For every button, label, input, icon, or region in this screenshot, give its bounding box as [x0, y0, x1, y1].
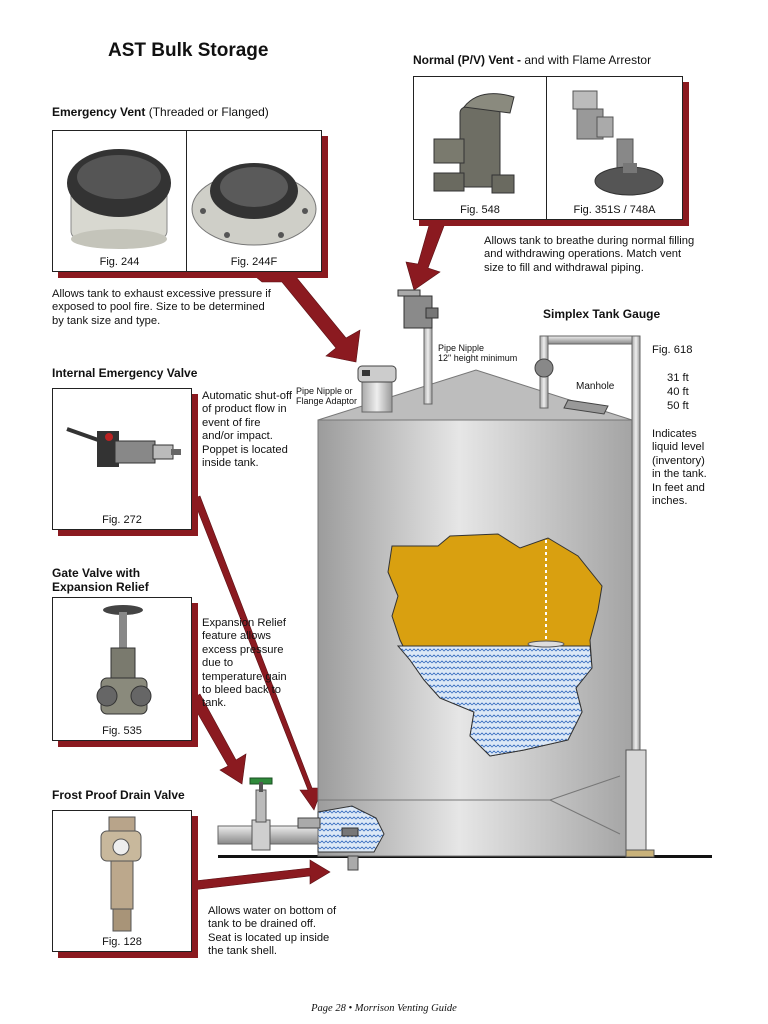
- normal-vent-header: Normal (P/V) Vent - and with Flame Arres…: [413, 53, 651, 67]
- emergency-vent-title: Emergency Vent: [52, 105, 146, 119]
- simplex-gauge-header: Simplex Tank Gauge: [543, 307, 661, 321]
- tank-cutaway: [387, 533, 603, 757]
- normal-vent-title: Normal (P/V) Vent -: [413, 53, 522, 67]
- drain-valve-description: Allows water on bottom of tank to be dra…: [208, 905, 337, 958]
- flange-adaptor-label-1: Pipe Nipple or: [296, 386, 353, 396]
- page-footer: Page 28 • Morrison Venting Guide: [311, 1003, 457, 1014]
- drain-valve-image: [100, 816, 142, 932]
- simplex-gauge-fig: Fig. 618: [652, 344, 693, 356]
- fig-351s-label: Fig. 351S / 748A: [573, 204, 656, 216]
- fig-272-label: Fig. 272: [102, 514, 142, 526]
- fig-548-cell: Fig. 548: [414, 77, 546, 219]
- emergency-vent-threaded-image: [67, 149, 171, 249]
- normal-vent-subtitle: and with Flame Arrestor: [524, 53, 652, 67]
- flange-adaptor-label-2: Flange Adaptor: [296, 396, 358, 406]
- internal-valve-header: Internal Emergency Valve: [52, 366, 198, 380]
- gauge-pipe: [534, 335, 655, 858]
- drain-valve-header: Frost Proof Drain Valve: [52, 788, 185, 802]
- gauge-size-31: 31 ft: [667, 372, 689, 384]
- callout-arrows: [184, 221, 445, 891]
- emergency-vent-on-tank: [357, 365, 397, 413]
- gate-valve-description: Expansion Relief feature allows excess p…: [202, 617, 287, 710]
- gate-valve-title-1: Gate Valve with: [52, 566, 141, 580]
- manhole: [563, 399, 609, 415]
- fig-351s-cell: Fig. 351S / 748A: [547, 77, 682, 219]
- fig-244-label: Fig. 244: [99, 256, 140, 268]
- fig-128-label: Fig. 128: [102, 936, 142, 948]
- normal-vent-pipe: [397, 289, 439, 405]
- pv-vent-image: [433, 93, 515, 194]
- gauge-size-50: 50 ft: [667, 400, 689, 412]
- fig-244-cell: Fig. 244: [53, 131, 186, 271]
- emergency-vent-flanged-image: [191, 163, 317, 246]
- gate-valve-header: Gate Valve with Expansion Relief: [52, 566, 149, 594]
- emergency-vent-subtitle: (Threaded or Flanged): [148, 105, 269, 119]
- internal-valve-panel: Fig. 272: [52, 388, 192, 530]
- emergency-vent-description: Allows tank to exhaust excessive pressur…: [52, 288, 271, 327]
- gate-valve-image: [96, 605, 152, 715]
- page-title: AST Bulk Storage: [108, 40, 269, 61]
- fig-244f-cell: Fig. 244F: [187, 131, 321, 271]
- pipe-nipple-label-2: 12" height minimum: [438, 353, 518, 363]
- normal-vent-description: Allows tank to breathe during normal fil…: [484, 235, 695, 274]
- flame-arrestor-image: [572, 90, 664, 196]
- internal-valve-image: [66, 427, 181, 467]
- gauge-size-40: 40 ft: [667, 386, 689, 398]
- outlet-piping: [217, 777, 321, 851]
- emergency-vent-header: Emergency Vent (Threaded or Flanged): [52, 105, 269, 119]
- pipe-nipple-label-1: Pipe Nipple: [438, 343, 485, 353]
- emergency-vent-panel: Fig. 244 Fig. 244F: [52, 130, 322, 272]
- drain-valve-panel: Fig. 128: [52, 810, 192, 952]
- fig-244f-label: Fig. 244F: [230, 256, 278, 268]
- simplex-gauge-description: Indicates liquid level (inventory) in th…: [652, 428, 707, 508]
- drain-valve-under-tank: [341, 827, 359, 871]
- gate-valve-title-2: Expansion Relief: [52, 580, 149, 594]
- flange-adaptor-label: Pipe Nipple or Flange Adaptor: [296, 386, 357, 406]
- fig-548-label: Fig. 548: [460, 204, 500, 216]
- fig-535-label: Fig. 535: [102, 725, 142, 737]
- gate-valve-panel: Fig. 535: [52, 597, 192, 741]
- pipe-nipple-label: Pipe Nipple 12" height minimum: [438, 343, 517, 363]
- internal-valve-description: Automatic shut-off of product flow in ev…: [202, 390, 292, 470]
- normal-vent-panel: Fig. 548 Fig. 351S / 748A: [413, 76, 683, 220]
- manhole-label: Manhole: [576, 381, 615, 392]
